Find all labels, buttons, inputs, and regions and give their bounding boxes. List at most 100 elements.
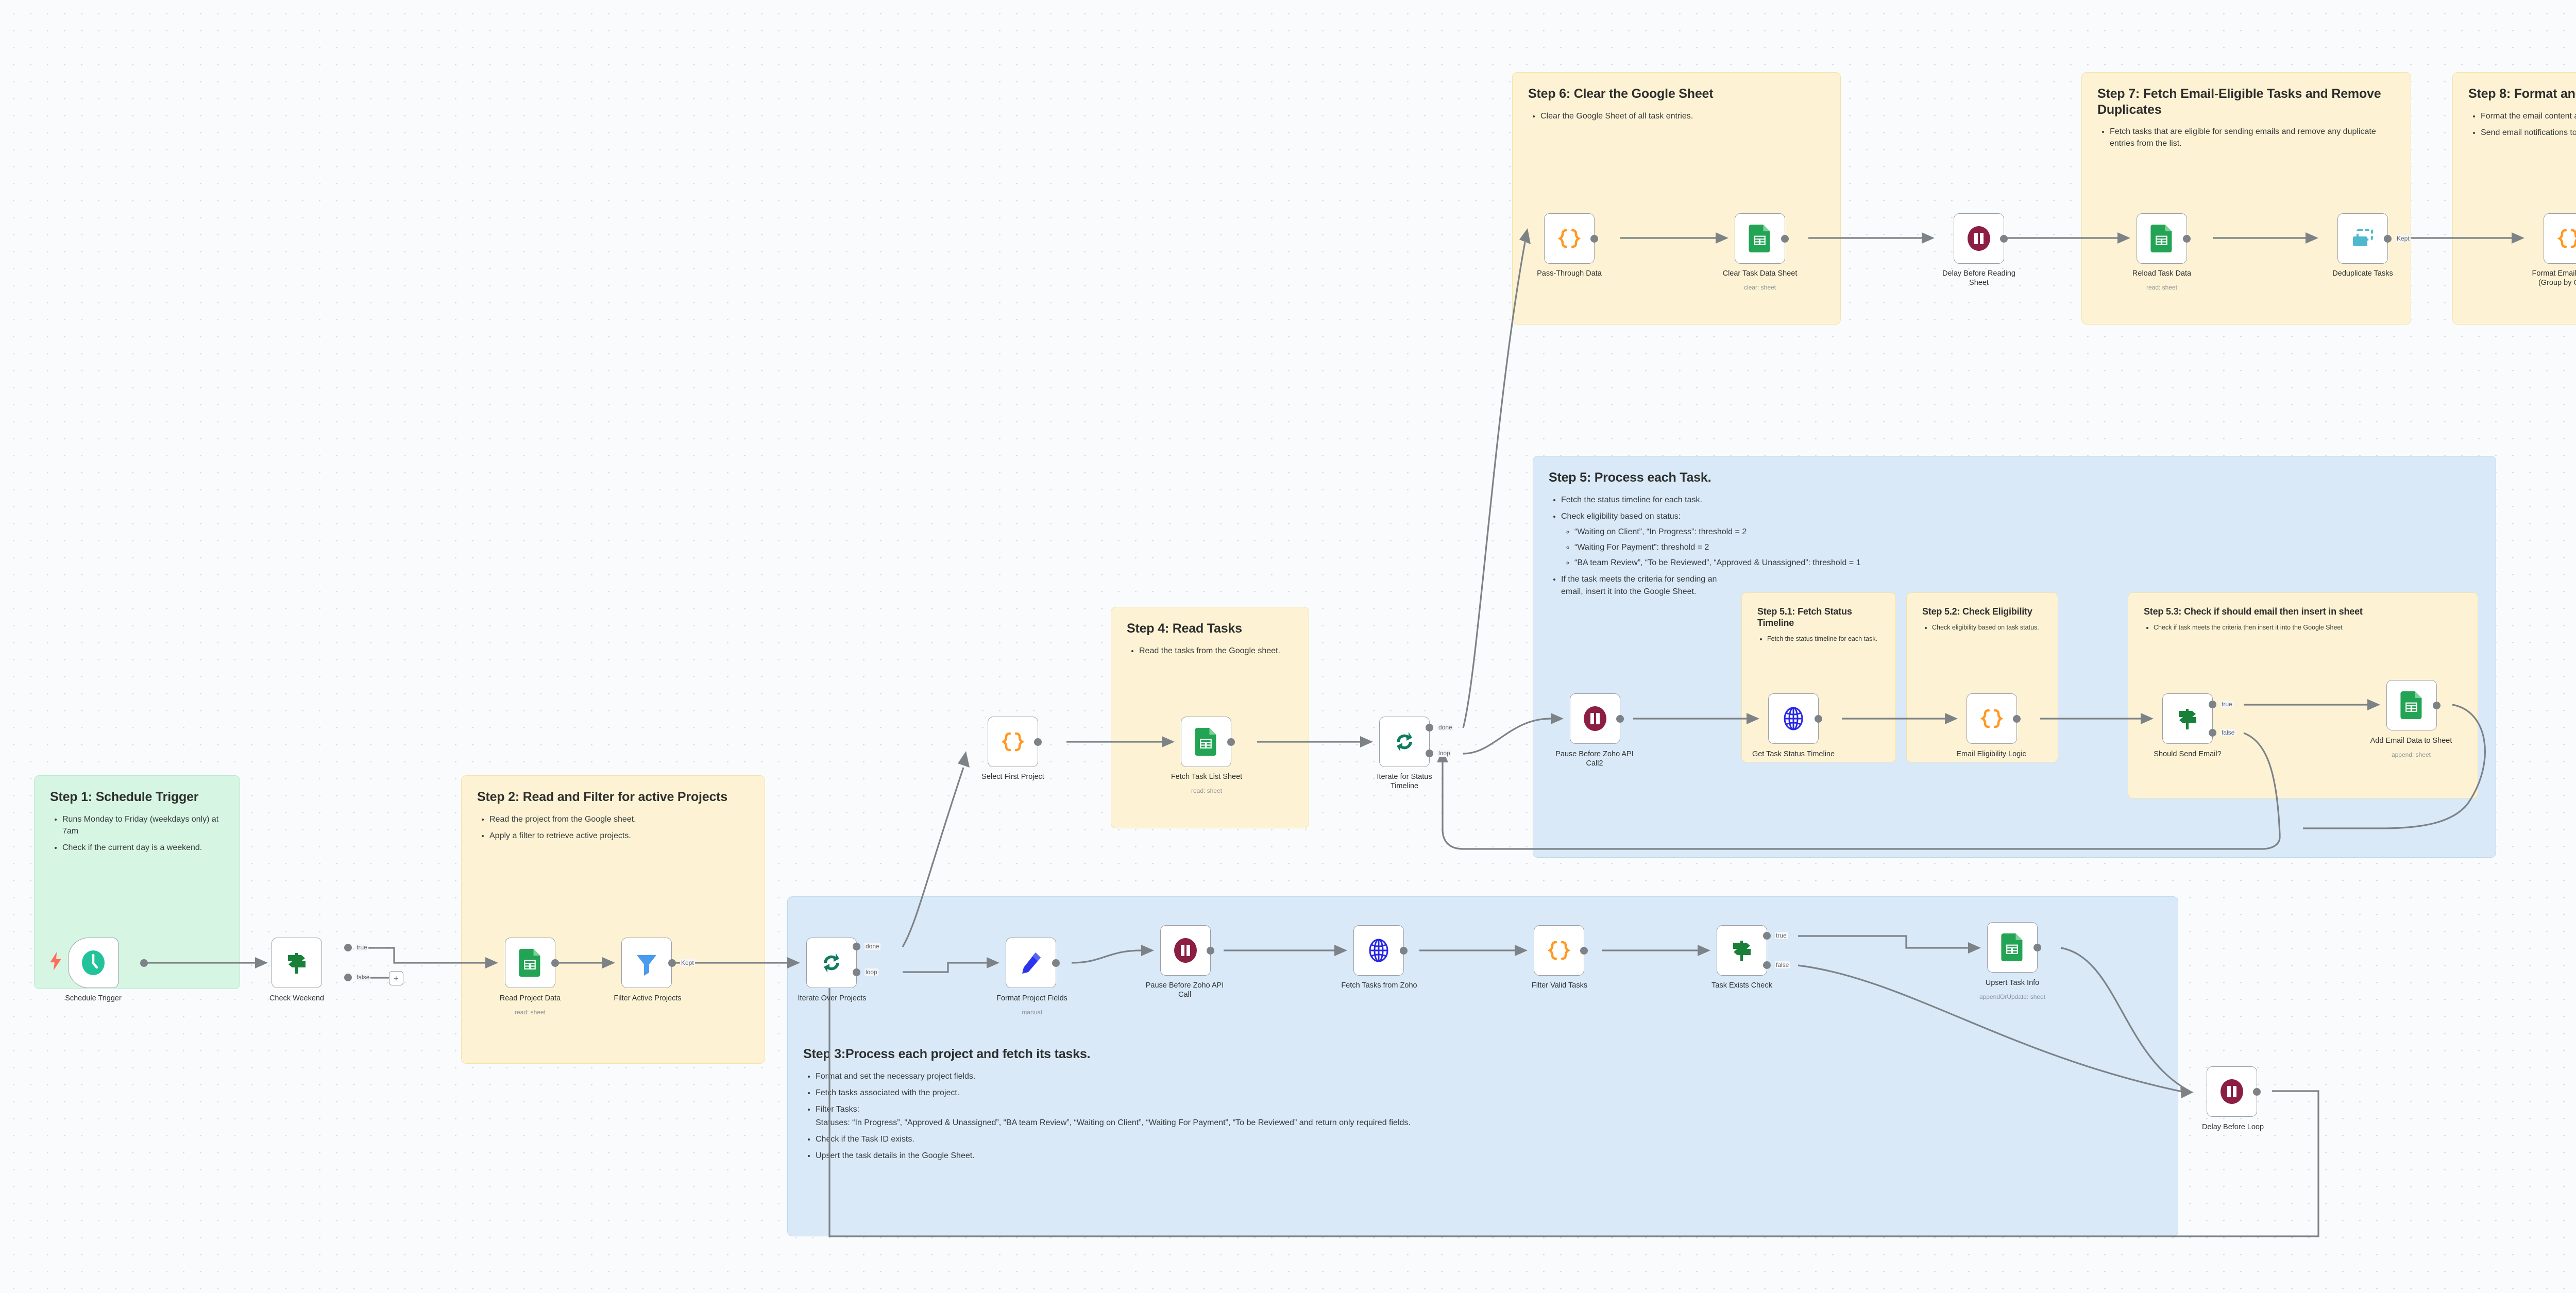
pause-icon xyxy=(1581,704,1609,733)
sticky-note-step8[interactable]: Step 8: Format and Send Emails Format th… xyxy=(2452,72,2576,325)
node-deduplicate-tasks[interactable] xyxy=(2337,213,2388,264)
step3-bullet-4: Check if the Task ID exists. xyxy=(816,1133,2162,1145)
globe-icon xyxy=(1779,704,1808,733)
port-check-weekend-true[interactable] xyxy=(344,944,352,951)
port-label-iterate-status-done: done xyxy=(1437,724,1453,731)
step5-2-bullets: Check eligibility based on task status. xyxy=(1922,623,2042,633)
step5-1-bullets: Fetch the status timeline for each task. xyxy=(1757,635,1880,644)
node-add-email-data-to-sheet[interactable] xyxy=(2386,680,2437,730)
step5-bullet-3: If the task meets the criteria for sendi… xyxy=(1561,573,1731,597)
step5-sub-3: “BA team Review”, “To be Reviewed”, “App… xyxy=(1574,557,2193,569)
node-read-project-data[interactable] xyxy=(505,938,555,988)
port-pause-before-zoho-out[interactable] xyxy=(1207,947,1214,955)
step7-bullet-1: Fetch tasks that are eligible for sendin… xyxy=(2110,126,2395,149)
node-pause-before-zoho-api-call[interactable] xyxy=(1160,925,1211,976)
port-check-weekend-false[interactable] xyxy=(344,974,352,981)
node-pass-through-data[interactable] xyxy=(1544,213,1595,264)
sticky-note-step5-1[interactable]: Step 5.1: Fetch Status Timeline Fetch th… xyxy=(1741,592,1896,762)
step3-bullet-1: Format and set the necessary project fie… xyxy=(816,1070,2162,1082)
node-email-eligibility-logic[interactable] xyxy=(1967,693,2017,744)
node-fetch-tasks-from-zoho[interactable] xyxy=(1353,925,1404,976)
sticky-note-step1[interactable]: Step 1: Schedule Trigger Runs Monday to … xyxy=(34,775,240,989)
port-iterate-projects-loop[interactable] xyxy=(853,968,860,976)
port-schedule-trigger-out[interactable] xyxy=(140,959,148,967)
port-email-eligibility-out[interactable] xyxy=(2013,715,2021,723)
port-should-send-email-false[interactable] xyxy=(2209,729,2216,737)
step5-2-bullet-1: Check eligibility based on task status. xyxy=(1932,623,2042,633)
loop-icon xyxy=(817,948,846,977)
signpost-icon xyxy=(2173,704,2202,733)
port-clear-task-data-sheet-out[interactable] xyxy=(1781,235,1789,243)
node-iterate-over-projects[interactable] xyxy=(806,938,857,988)
node-delay-before-reading-sheet[interactable] xyxy=(1954,213,2004,264)
port-filter-valid-tasks-out[interactable] xyxy=(1580,947,1588,955)
port-add-email-data-out[interactable] xyxy=(2433,702,2441,709)
step5-1-bullet-1: Fetch the status timeline for each task. xyxy=(1767,635,1880,644)
node-format-email-content[interactable] xyxy=(2544,213,2576,264)
step5-bullet-2: Check eligibility based on status: “Wait… xyxy=(1561,511,1984,569)
node-pause-before-zoho-api-call2[interactable] xyxy=(1570,693,1620,744)
port-fetch-tasks-zoho-out[interactable] xyxy=(1400,947,1408,955)
port-pass-through-data-out[interactable] xyxy=(1590,235,1598,243)
sticky-note-step7[interactable]: Step 7: Fetch Email-Eligible Tasks and R… xyxy=(2081,72,2411,325)
step6-bullet-1: Clear the Google Sheet of all task entri… xyxy=(1540,110,1825,122)
port-format-project-fields-out[interactable] xyxy=(1052,959,1060,967)
port-label-task-exists-true: true xyxy=(1775,932,1788,939)
node-upsert-task-info[interactable] xyxy=(1987,922,2038,973)
pause-icon xyxy=(1171,936,1200,965)
port-upsert-task-info-out[interactable] xyxy=(2033,944,2041,951)
step8-bullet-2: Send email notifications to the respecti… xyxy=(2481,127,2576,139)
node-sub-format-project-fields: manual xyxy=(1022,1009,1042,1016)
step2-bullet-2: Apply a filter to retrieve active projec… xyxy=(489,830,749,842)
node-delay-before-loop[interactable] xyxy=(2207,1066,2257,1117)
port-delay-before-reading-out[interactable] xyxy=(2000,235,2008,243)
step3-bullet-5: Upsert the task details in the Google Sh… xyxy=(816,1150,2162,1162)
step5-sub-2: “Waiting For Payment”: threshold = 2 xyxy=(1574,541,2193,553)
port-should-send-email-true[interactable] xyxy=(2209,701,2216,708)
add-node-button-check-weekend[interactable]: + xyxy=(389,971,403,985)
port-read-project-data-out[interactable] xyxy=(551,959,559,967)
port-reload-task-data-out[interactable] xyxy=(2183,235,2191,243)
node-format-project-fields[interactable] xyxy=(1006,938,1056,988)
port-delay-before-loop-out[interactable] xyxy=(2253,1088,2261,1096)
google-sheets-icon xyxy=(2147,224,2176,253)
port-iterate-status-done[interactable] xyxy=(1426,724,1433,731)
node-should-send-email[interactable] xyxy=(2162,693,2213,744)
node-label-select-first-project: Select First Project xyxy=(981,773,1044,781)
port-iterate-projects-done[interactable] xyxy=(853,943,860,950)
node-get-task-status-timeline[interactable] xyxy=(1768,693,1819,744)
node-schedule-trigger[interactable] xyxy=(68,938,118,988)
port-label-task-exists-false: false xyxy=(1775,961,1790,968)
node-label-delay-before-loop: Delay Before Loop xyxy=(2201,1123,2264,1131)
port-task-exists-true[interactable] xyxy=(1763,932,1771,940)
step3-bullets: Format and set the necessary project fie… xyxy=(803,1070,2162,1162)
step7-title: Step 7: Fetch Email-Eligible Tasks and R… xyxy=(2097,87,2381,117)
step3-filter-detail: Statuses: “In Progress”, “Approved & Una… xyxy=(816,1118,1411,1128)
port-iterate-status-loop[interactable] xyxy=(1426,750,1433,757)
sticky-note-step3[interactable]: Step 3:Process each project and fetch it… xyxy=(787,896,2178,1236)
node-filter-valid-tasks[interactable] xyxy=(1534,925,1584,976)
port-task-exists-false[interactable] xyxy=(1763,961,1771,969)
node-iterate-for-status-timeline[interactable] xyxy=(1379,717,1430,767)
sticky-note-step2[interactable]: Step 2: Read and Filter for active Proje… xyxy=(461,775,765,1064)
step3-bullet-3-label: Filter Tasks: xyxy=(816,1104,860,1114)
node-fetch-task-list-sheet[interactable] xyxy=(1181,717,1231,767)
node-clear-task-data-sheet[interactable] xyxy=(1735,213,1785,264)
sticky-note-step6[interactable]: Step 6: Clear the Google Sheet Clear the… xyxy=(1512,72,1841,325)
port-deduplicate-tasks-kept[interactable] xyxy=(2384,235,2392,243)
node-select-first-project[interactable] xyxy=(988,717,1038,767)
node-sub-fetch-task-list-sheet: read: sheet xyxy=(1191,787,1223,794)
node-filter-active-projects[interactable] xyxy=(621,938,672,988)
node-task-exists-check[interactable] xyxy=(1717,925,1767,976)
node-check-weekend[interactable] xyxy=(272,938,322,988)
port-filter-active-projects-kept[interactable] xyxy=(668,959,676,967)
port-get-task-status-out[interactable] xyxy=(1815,715,1822,723)
node-reload-task-data[interactable] xyxy=(2137,213,2187,264)
pencil-icon xyxy=(1016,948,1045,977)
port-pause-zoho2-out[interactable] xyxy=(1616,715,1624,723)
step8-bullet-1: Format the email content and group tasks… xyxy=(2481,110,2576,122)
port-select-first-project-out[interactable] xyxy=(1034,738,1042,746)
port-fetch-task-list-sheet-out[interactable] xyxy=(1227,738,1235,746)
step1-title: Step 1: Schedule Trigger xyxy=(50,790,199,804)
